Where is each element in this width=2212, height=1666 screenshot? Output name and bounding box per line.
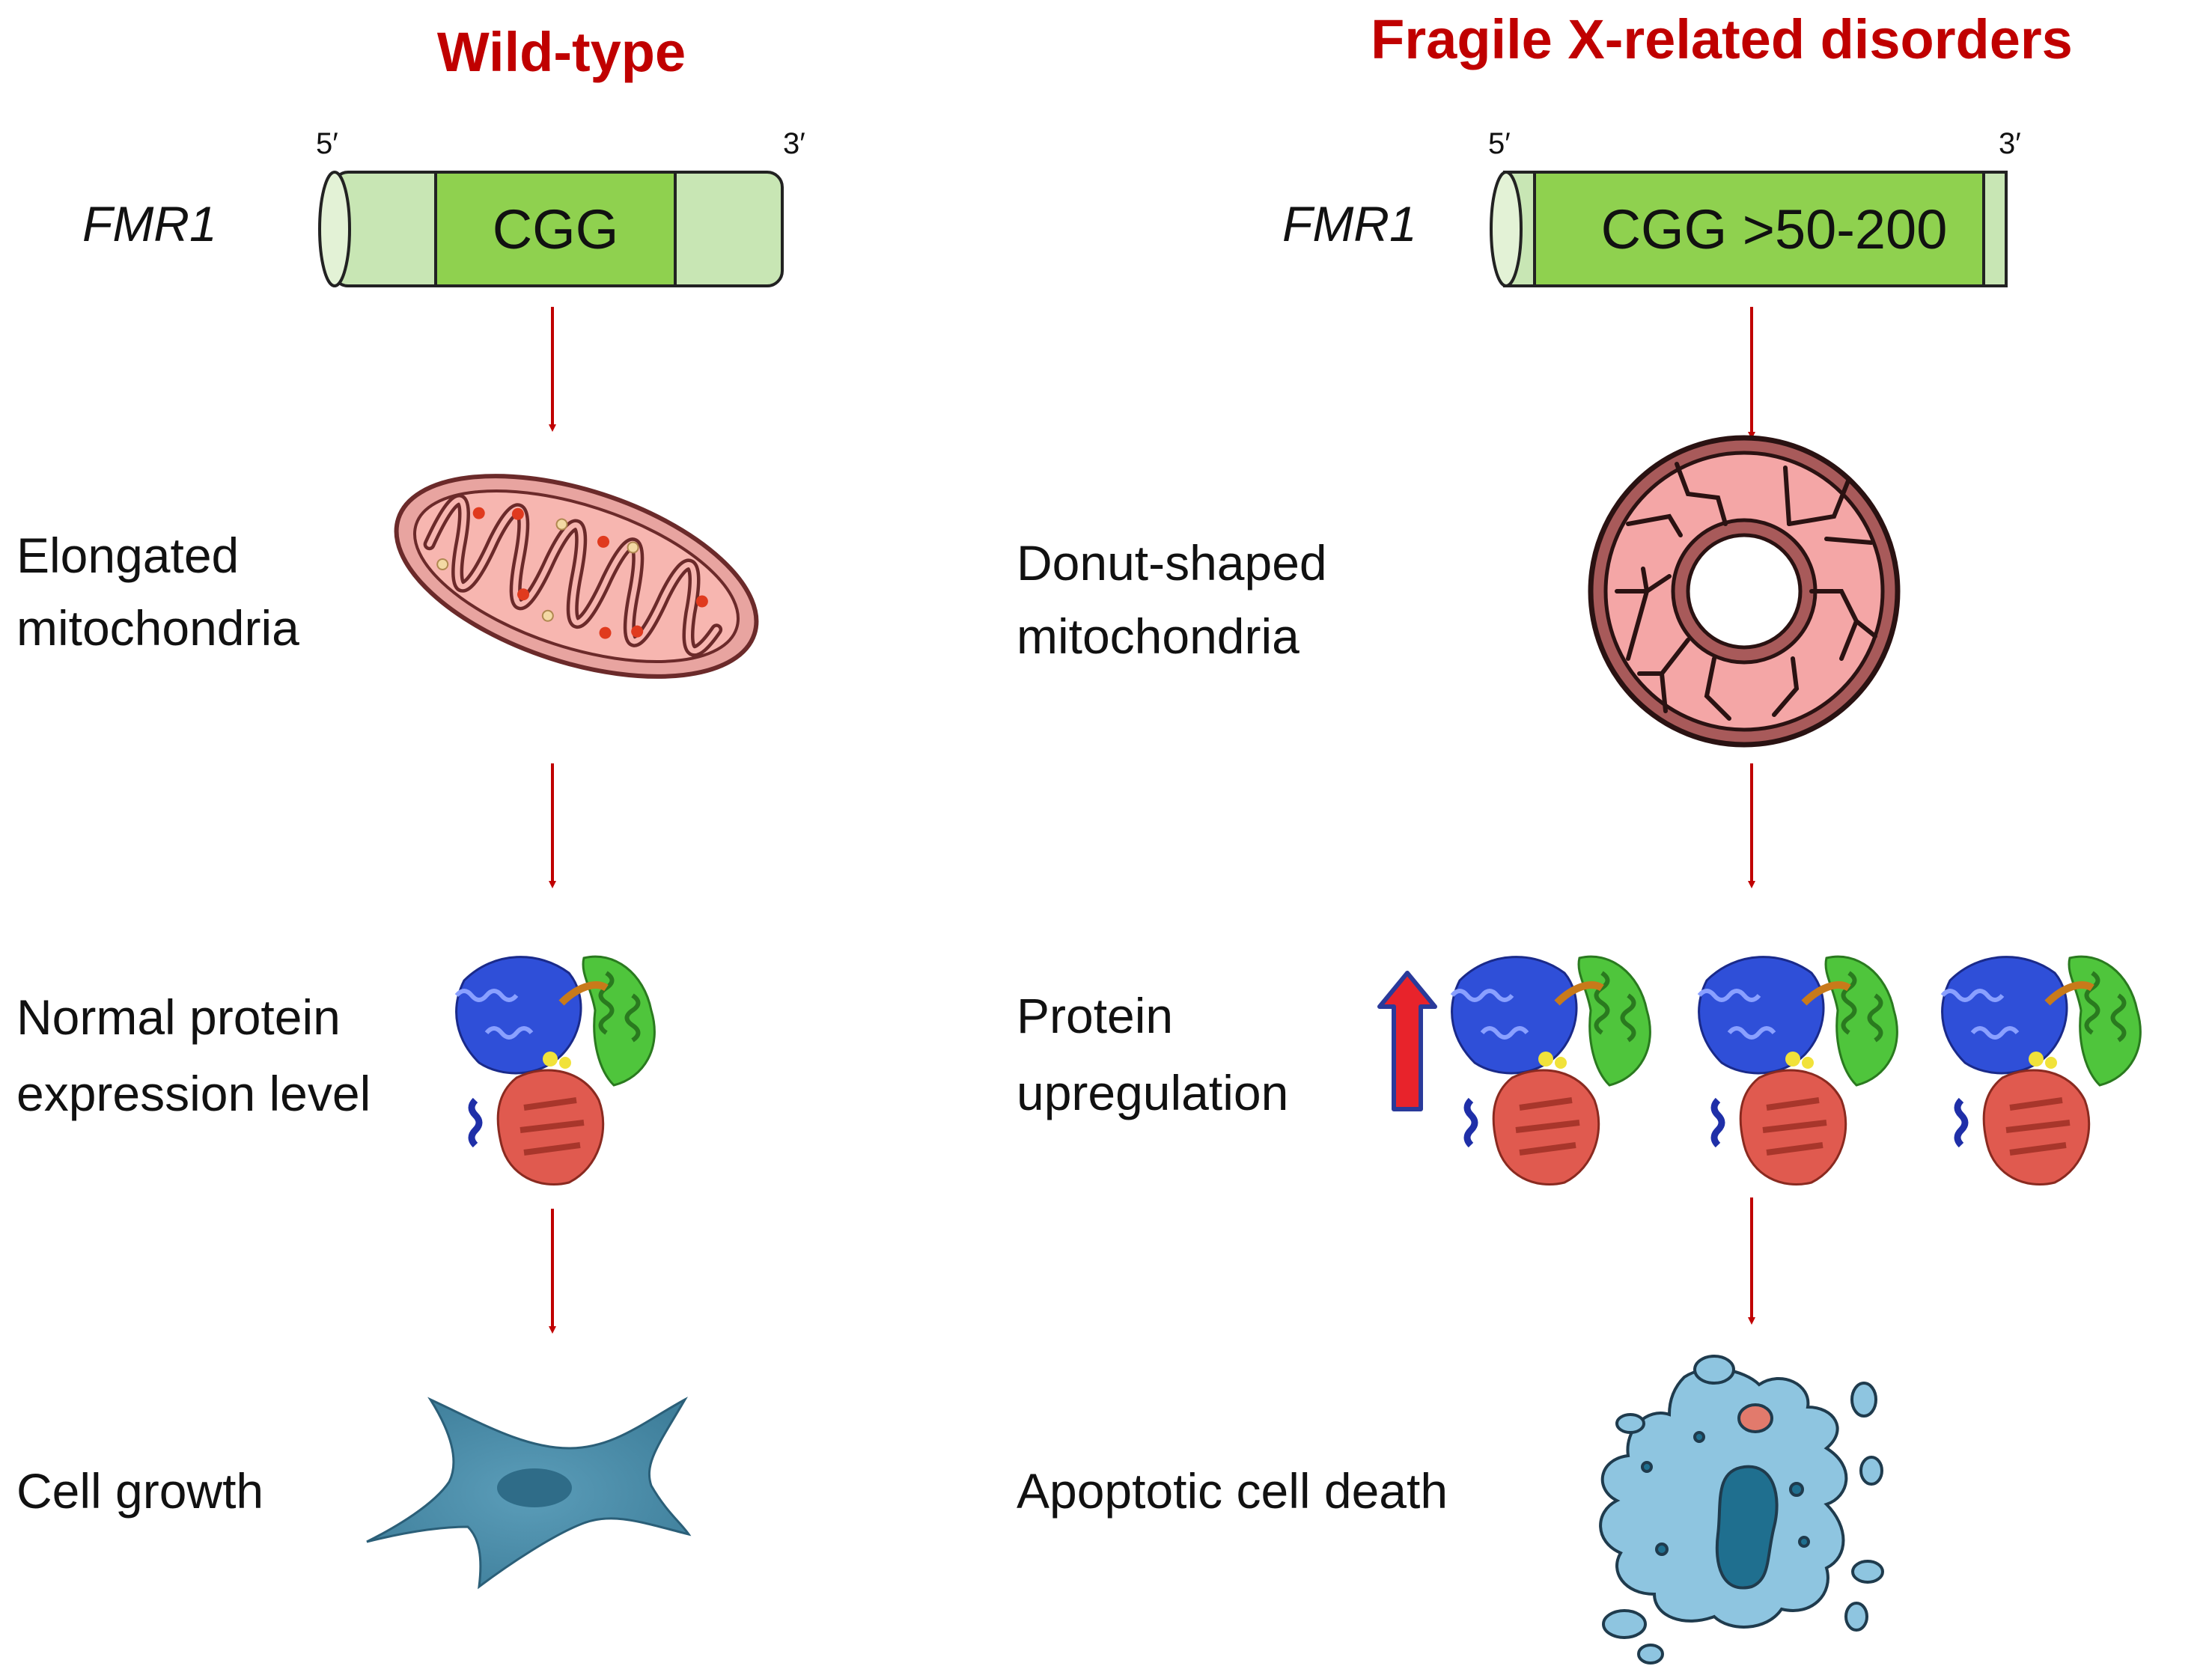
fragile-gene-label: FMR1 (1282, 196, 1417, 251)
wildtype-three-prime: 3′ (783, 127, 805, 160)
fragile-step1-line2: mitochondria (1017, 608, 1300, 664)
wildtype-step3-line1: Cell growth (16, 1463, 263, 1519)
fragile-step2-line1: Protein (1017, 988, 1173, 1043)
fragile-five-prime: 5′ (1488, 127, 1511, 160)
protein-structure-icon-1 (1452, 956, 1651, 1184)
wildtype-repeat-label: CGG (493, 198, 619, 260)
wildtype-gene-label: FMR1 (82, 196, 217, 251)
wildtype-step2-line2: expression level (16, 1066, 371, 1121)
fragile-fmr1-gene: FMR1 5′ 3′ CGG >50-200 (1282, 127, 2021, 287)
fragile-title: Fragile X-related disorders (1371, 8, 2073, 70)
fragile-step2-line2: upregulation (1017, 1065, 1288, 1120)
protein-structure-icon-3 (1943, 956, 2141, 1184)
fragile-step1-line1: Donut-shaped (1017, 535, 1327, 591)
healthy-cell-icon (366, 1397, 692, 1590)
upregulation-arrow-icon (1377, 971, 1437, 1111)
fragile-three-prime: 3′ (1999, 127, 2021, 160)
wildtype-fmr1-gene: FMR1 5′ 3′ CGG (82, 127, 805, 287)
elongated-mitochondrion-icon (394, 474, 759, 679)
fragile-repeat-label: CGG >50-200 (1601, 198, 1948, 260)
apoptotic-cell-icon (1599, 1355, 1884, 1665)
wildtype-title: Wild-type (437, 21, 686, 83)
wildtype-step1-line1: Elongated (16, 528, 239, 583)
fragile-step3-line1: Apoptotic cell death (1017, 1463, 1448, 1519)
wildtype-step1-line2: mitochondria (16, 600, 299, 656)
donut-mitochondrion-icon (1588, 435, 1901, 748)
wildtype-step2-line1: Normal protein (16, 989, 341, 1045)
protein-structure-icon (457, 956, 655, 1184)
wildtype-five-prime: 5′ (316, 127, 338, 160)
protein-structure-icon-2 (1699, 956, 1898, 1184)
